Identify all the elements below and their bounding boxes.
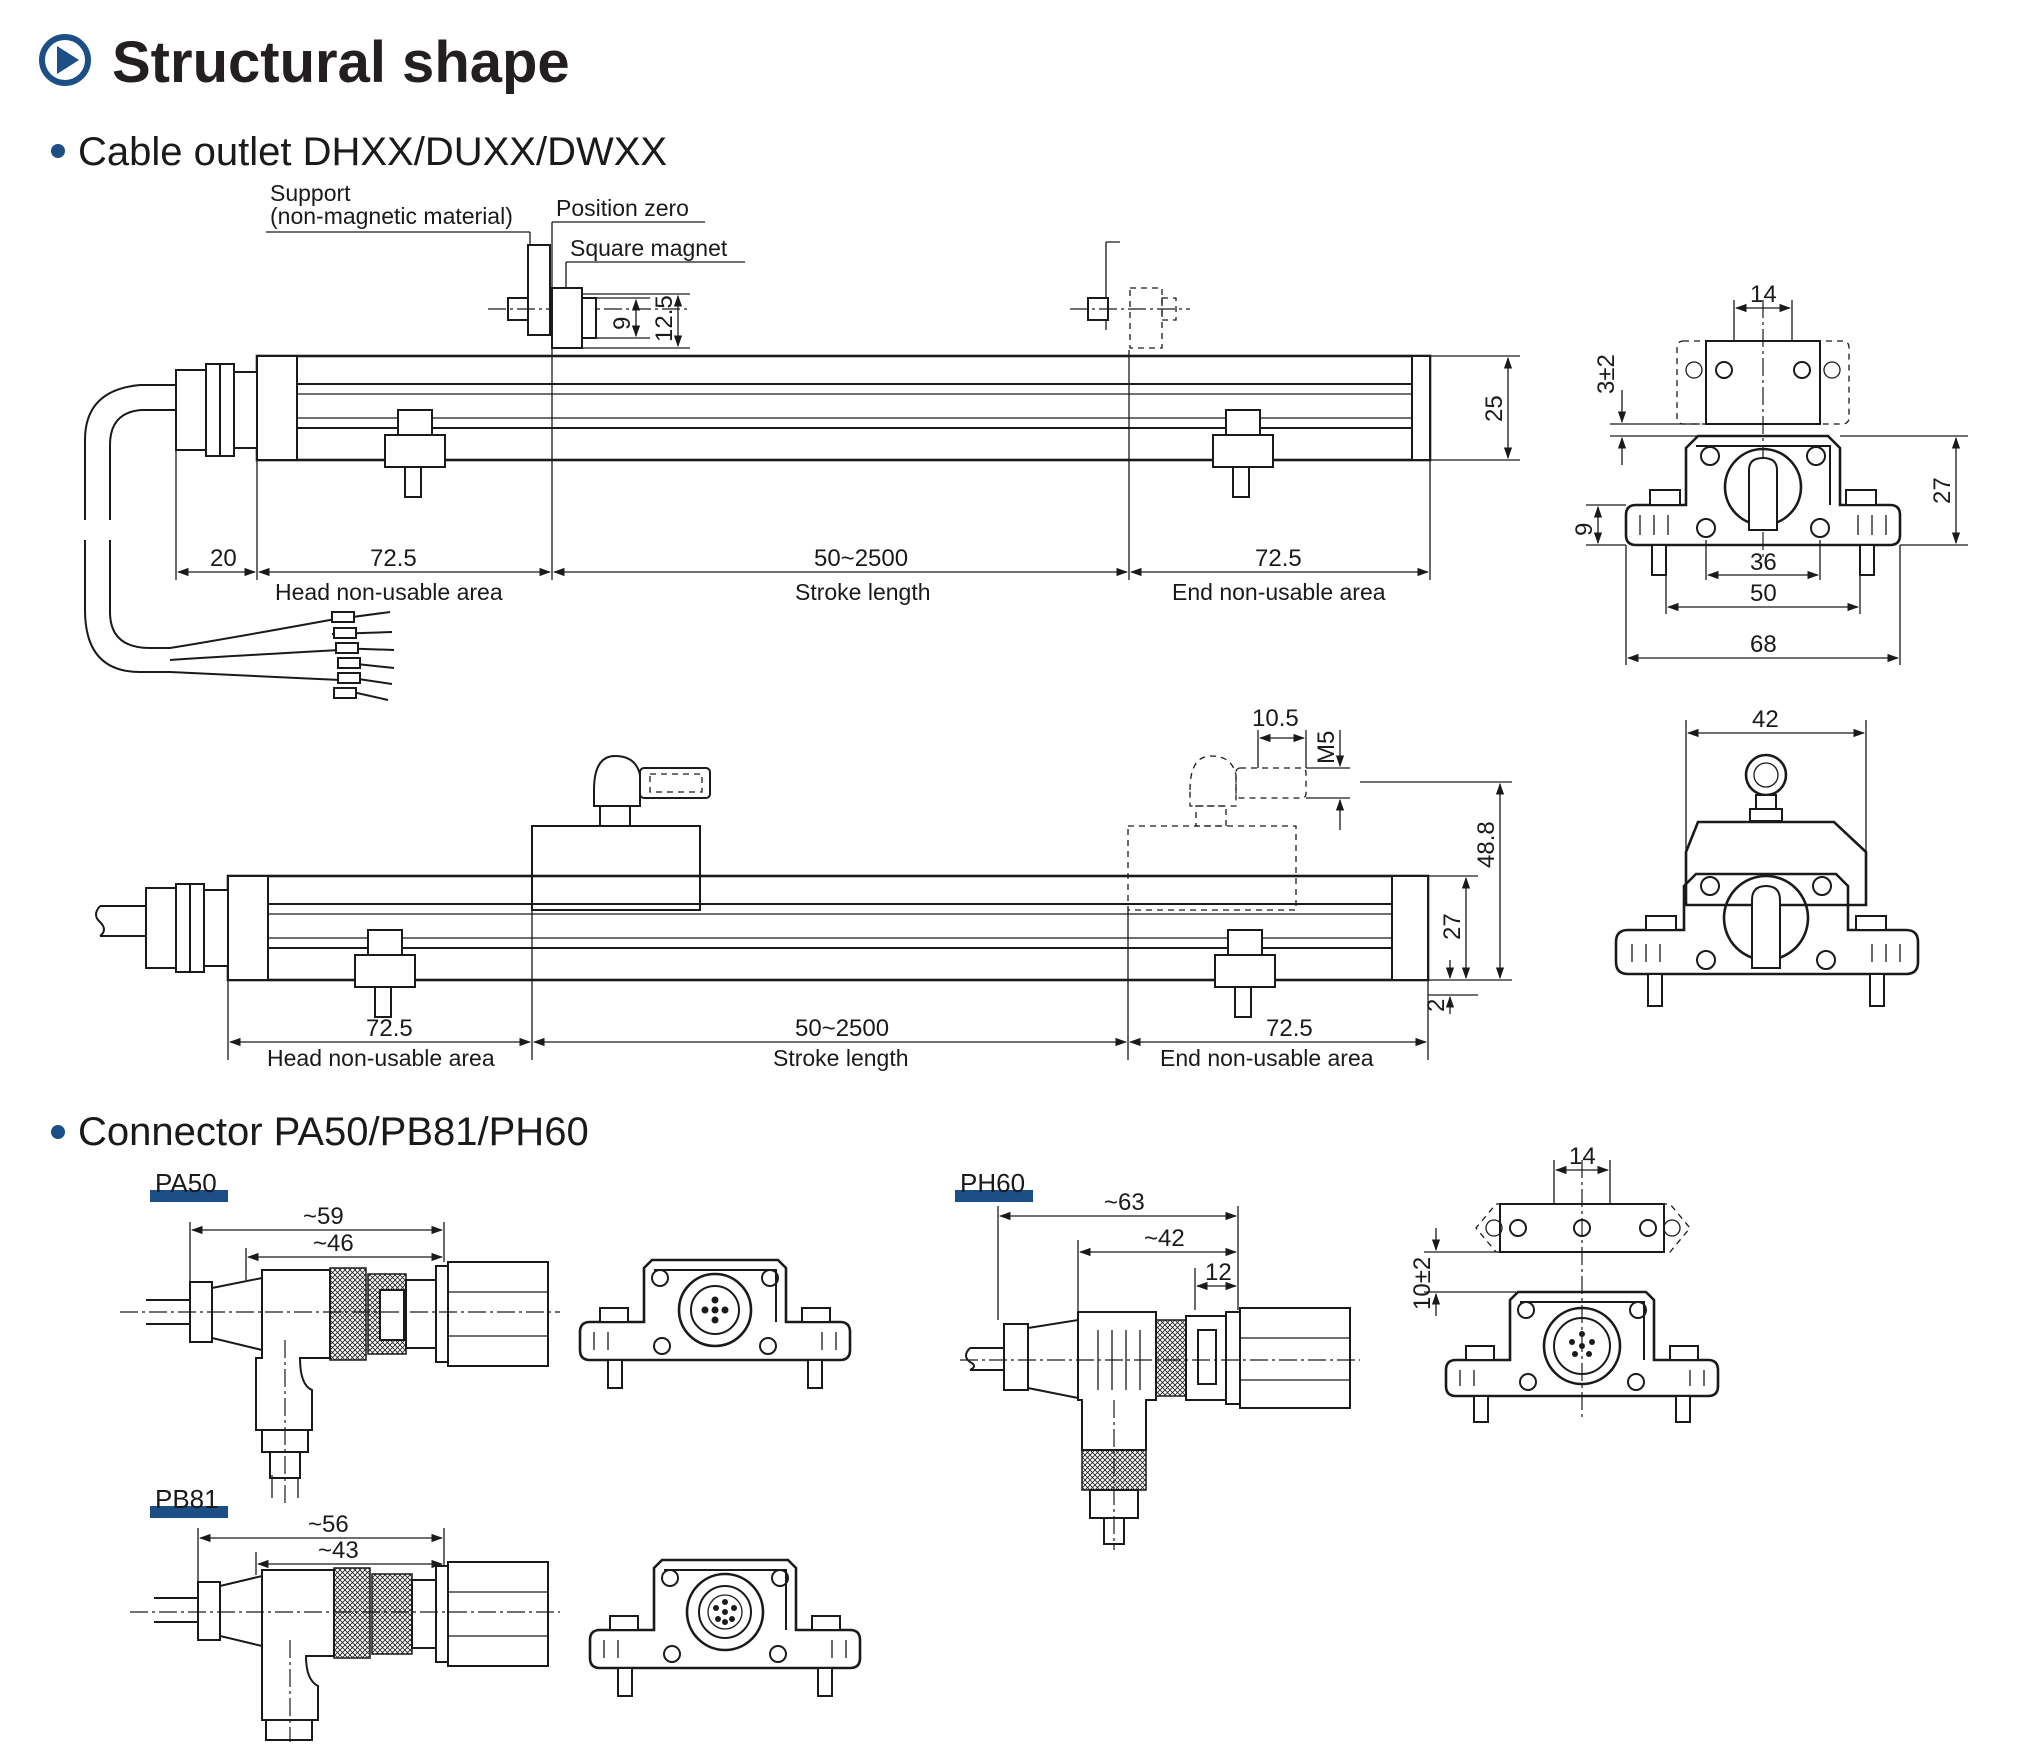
- tag-ph60: PH60: [960, 1168, 1025, 1198]
- bullet-dot-icon: [51, 144, 65, 158]
- cable-outlet-heading: Cable outlet DHXX/DUXX/DWXX: [51, 130, 667, 174]
- dim-ring-head-72-5: 72.5: [366, 1015, 413, 1042]
- tag-pb81: PB81: [155, 1484, 219, 1514]
- label-position-zero: Position zero: [556, 195, 689, 221]
- dim-end-42: 42: [1752, 706, 1779, 733]
- label-support: Support: [270, 180, 351, 206]
- dim-ph60-end-14: 14: [1569, 1143, 1596, 1170]
- dim-end-36: 36: [1750, 549, 1777, 576]
- dim-ring-end-72-5: 72.5: [1266, 1015, 1313, 1042]
- dim-ph60-63: ~63: [1104, 1189, 1145, 1216]
- dim-m5: M5: [1313, 731, 1340, 764]
- dim-ring-stroke: 50~2500: [795, 1015, 889, 1042]
- play-circle-icon: [39, 34, 91, 86]
- dim-12-5: 12.5: [651, 295, 678, 342]
- dim-end-14: 14: [1750, 281, 1777, 308]
- dim-pa50-59: ~59: [303, 1203, 344, 1230]
- support-bracket: [488, 244, 690, 336]
- dim-ph60-42: ~42: [1144, 1225, 1185, 1252]
- label-ring-head-area: Head non-usable area: [267, 1045, 495, 1071]
- square-magnet: [551, 287, 597, 349]
- dim-pb81-43: ~43: [318, 1537, 359, 1564]
- dim-pb81-56: ~56: [308, 1511, 349, 1538]
- section-heading-cable: Cable outlet DHXX/DUXX/DWXX: [78, 130, 667, 174]
- page-title: Structural shape: [112, 30, 570, 95]
- end-view-cable: 14 3±2 27 9 36 50 68: [1571, 281, 1968, 665]
- connector-heading: Connector PA50/PB81/PH60: [51, 1110, 589, 1154]
- connector-pa50: PA50 ~59 ~46: [120, 1168, 852, 1505]
- title-row: Structural shape: [39, 30, 570, 95]
- dim-ph60-12: 12: [1205, 1259, 1232, 1286]
- dim-end-50: 50: [1750, 580, 1777, 607]
- label-end-area: End non-usable area: [1172, 579, 1386, 605]
- label-head-area: Head non-usable area: [275, 579, 503, 605]
- cable-outlet-drawing: Support (non-magnetic material) Position…: [84, 180, 1520, 701]
- label-ring-stroke: Stroke length: [773, 1045, 909, 1071]
- dim-2: 2: [1423, 999, 1450, 1012]
- label-support-material: (non-magnetic material): [270, 203, 513, 229]
- dim-25: 25: [1481, 395, 1508, 422]
- dim-ring-27: 27: [1439, 913, 1466, 940]
- label-square-magnet: Square magnet: [570, 235, 728, 261]
- end-view-ring: 42: [1614, 706, 1920, 1007]
- dim-48-8: 48.8: [1473, 821, 1500, 868]
- dim-head-72-5: 72.5: [370, 545, 417, 572]
- dim-9: 9: [609, 317, 636, 330]
- wire-ends: [329, 611, 395, 701]
- ring-version-drawing: 72.5 50~2500 72.5 Head non-usable area S…: [95, 705, 1512, 1071]
- dim-10-5: 10.5: [1252, 705, 1299, 732]
- label-ring-end-area: End non-usable area: [1160, 1045, 1374, 1071]
- tag-pa50: PA50: [155, 1168, 217, 1198]
- dim-end-9: 9: [1571, 523, 1598, 536]
- label-stroke: Stroke length: [795, 579, 931, 605]
- dim-stroke: 50~2500: [814, 545, 908, 572]
- dim-end-68: 68: [1750, 631, 1777, 658]
- dim-20: 20: [210, 545, 237, 572]
- dim-end-72-5: 72.5: [1255, 545, 1302, 572]
- section-heading-connector: Connector PA50/PB81/PH60: [78, 1110, 589, 1154]
- bullet-dot-icon: [51, 1125, 65, 1139]
- connector-ph60: PH60 ~63 ~42 12: [955, 1143, 1720, 1550]
- connector-pb81: PB81 ~56 ~43: [130, 1484, 862, 1742]
- magnet-end-position: [1070, 241, 1190, 349]
- dim-end-3: 3±2: [1593, 354, 1620, 394]
- sensor-body: [84, 354, 1432, 701]
- dim-ph60-10: 10±2: [1409, 1257, 1436, 1310]
- dim-end-27: 27: [1929, 477, 1956, 504]
- dim-pa50-46: ~46: [313, 1230, 354, 1257]
